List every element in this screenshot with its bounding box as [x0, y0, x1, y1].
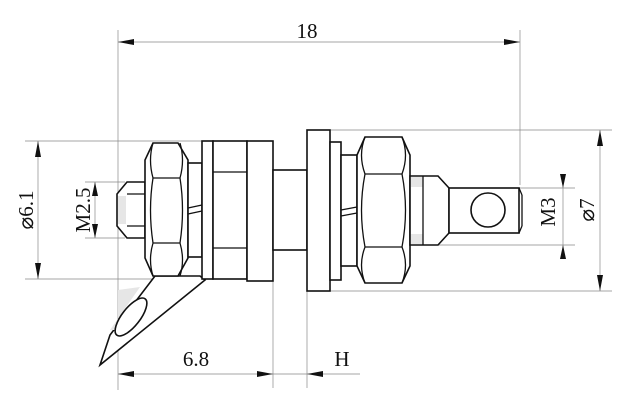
dim-overall-length: 18 — [297, 19, 318, 43]
right-hex-nut — [356, 136, 411, 284]
shaft — [272, 169, 308, 251]
dim-left-diameter: ⌀6.1 — [14, 191, 38, 230]
dim-panel-thickness: H — [334, 347, 349, 371]
left-washer — [201, 140, 214, 280]
tab-hole — [470, 192, 506, 228]
dim-lug-to-flange: 6.8 — [183, 347, 209, 371]
dim-right-thread: M3 — [536, 197, 560, 226]
lug-hole — [114, 297, 148, 337]
dimension-lines — [35, 39, 603, 377]
flange — [306, 129, 331, 292]
dim-left-thread: M2.5 — [71, 188, 95, 233]
dim-right-diameter: ⌀7 — [575, 198, 599, 221]
left-hex-nut — [144, 142, 189, 277]
terminal-part — [98, 129, 523, 368]
body — [212, 140, 248, 280]
